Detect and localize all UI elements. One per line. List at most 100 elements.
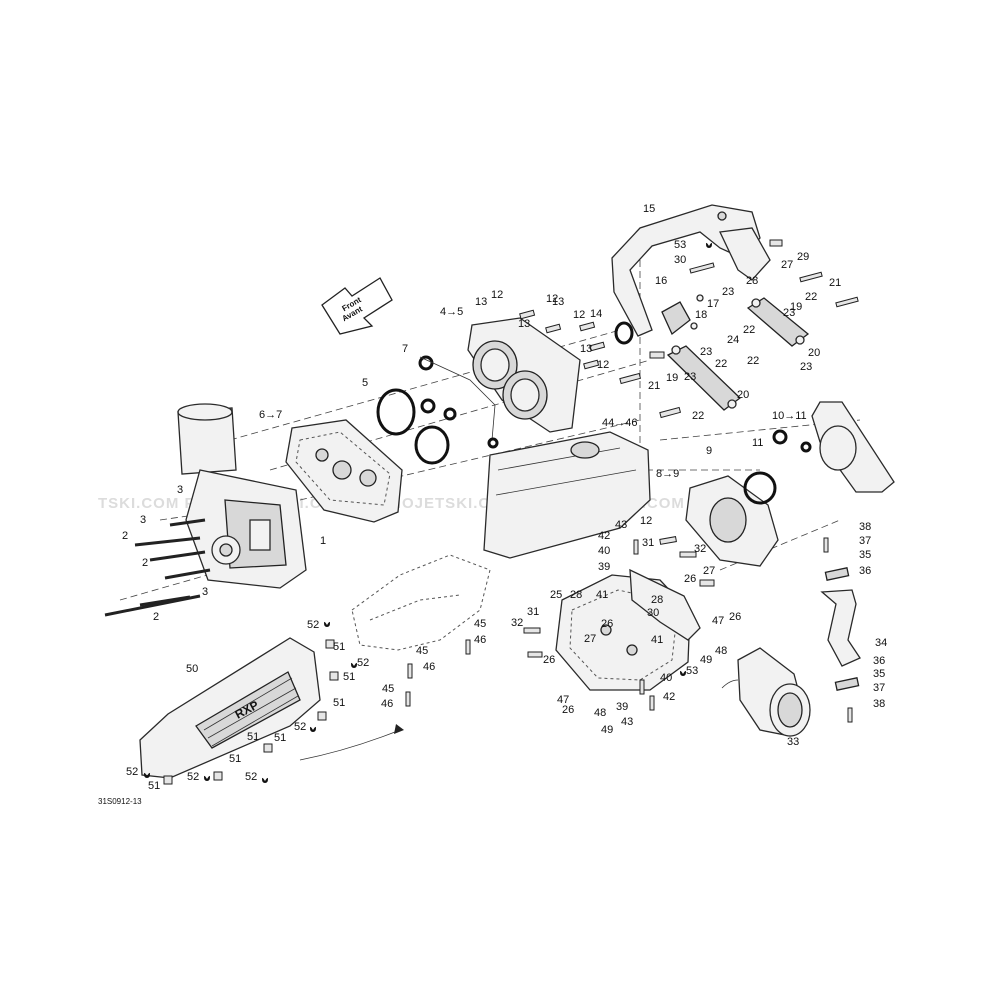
callout-c36a: 36: [859, 565, 871, 577]
callout-c39b: 39: [616, 701, 628, 713]
engine-cover-part-50: RXP: [139, 637, 321, 779]
callout-c19b: 19: [666, 372, 678, 384]
callout-c15: 15: [643, 203, 655, 215]
callout-c13a: 13: [475, 296, 487, 308]
callout-c38a: 38: [859, 521, 871, 533]
callout-c51a: 51: [333, 641, 345, 653]
callout-c44to46: 44→46: [602, 417, 637, 429]
callout-c51e: 51: [229, 753, 241, 765]
callout-c30a: 30: [674, 254, 686, 266]
callout-c2a: 2: [122, 530, 128, 542]
callout-c52d: 52: [126, 766, 138, 778]
assembly-arrow-head: [394, 724, 404, 734]
callout-c42b: 42: [663, 691, 675, 703]
assembly-curve-arrow: [299, 729, 401, 761]
callout-c3b: 3: [140, 514, 146, 526]
callout-c12b: 12: [546, 293, 558, 305]
callout-c27b: 27: [703, 565, 715, 577]
callout-c23d: 23: [800, 361, 812, 373]
callout-c31a: 31: [642, 537, 654, 549]
mount-bracket-part-25: [555, 568, 701, 691]
callout-c38b: 38: [873, 698, 885, 710]
callout-c16: 16: [655, 275, 667, 287]
muffler-part-44: [483, 431, 651, 559]
callout-c22d: 22: [715, 358, 727, 370]
callout-c48a: 48: [715, 645, 727, 657]
callout-c2b: 2: [142, 557, 148, 569]
callout-c26a: 26: [684, 573, 696, 585]
callout-c7: 7: [402, 343, 408, 355]
callout-c28c: 28: [651, 594, 663, 606]
callout-c12d: 12: [597, 359, 609, 371]
callout-c22a: 22: [805, 291, 817, 303]
callout-c13c: 13: [552, 296, 564, 308]
callout-c49b: 49: [601, 724, 613, 736]
adapter-plate-part-6: [285, 419, 403, 523]
callout-c20b: 20: [737, 389, 749, 401]
callout-c43a: 43: [615, 519, 627, 531]
callout-c21b: 21: [648, 380, 660, 392]
callout-c25: 25: [550, 589, 562, 601]
callout-c5: 5: [362, 377, 368, 389]
callout-c12e: 12: [640, 515, 652, 527]
callout-c13d: 13: [580, 343, 592, 355]
intake-housing-part-1: [177, 403, 307, 589]
callout-c6to7: 6→7: [259, 409, 282, 421]
callout-c46c: 46: [381, 698, 393, 710]
callout-c40b: 40: [660, 672, 672, 684]
callout-c23b: 23: [783, 307, 795, 319]
callout-c26e: 26: [562, 704, 574, 716]
callout-c53a: 53: [674, 239, 686, 251]
callout-c29: 29: [797, 251, 809, 263]
outlet-curve-arrow: [721, 679, 739, 689]
cable-fitting-part-16: [661, 294, 704, 336]
callout-c4to5: 4→5: [440, 306, 463, 318]
callout-c18: 18: [695, 309, 707, 321]
callout-c12a: 12: [491, 289, 503, 301]
callout-c24: 24: [727, 334, 739, 346]
callout-c45a: 45: [474, 618, 486, 630]
callout-c8to9: 8→9: [656, 468, 679, 480]
callout-c52a: 52: [307, 619, 319, 631]
callout-c47b: 47: [557, 694, 569, 706]
callout-c22b: 22: [743, 324, 755, 336]
callout-c32a: 32: [694, 543, 706, 555]
callout-c9: 9: [706, 445, 712, 457]
callout-c22e: 22: [692, 410, 704, 422]
callout-c2c: 2: [153, 611, 159, 623]
callout-c49a: 49: [700, 654, 712, 666]
callout-c22c: 22: [747, 355, 759, 367]
callout-c12c: 12: [573, 309, 585, 321]
callout-c23e: 23: [684, 371, 696, 383]
callout-c21a: 21: [829, 277, 841, 289]
callout-c45c: 45: [382, 683, 394, 695]
callout-c23c: 23: [700, 346, 712, 358]
callout-c31b: 31: [527, 606, 539, 618]
callout-c45b: 45: [416, 645, 428, 657]
callout-c1: 1: [320, 535, 326, 547]
link-arms-part-20-23: [666, 297, 810, 411]
mounting-bolts-2-3: [104, 518, 211, 617]
bracket-part-15: [611, 204, 771, 337]
callout-c28b: 28: [570, 589, 582, 601]
callout-c26c: 26: [729, 611, 741, 623]
callout-c23a: 23: [722, 286, 734, 298]
callout-c27a: 27: [781, 259, 793, 271]
callout-c14: 14: [590, 308, 602, 320]
callout-c52f: 52: [245, 771, 257, 783]
threadlocker-drop-icons: [144, 242, 712, 783]
callout-c48b: 48: [594, 707, 606, 719]
callout-c10to11: 10→11: [772, 410, 807, 422]
o-rings-part-5-7: [376, 355, 499, 465]
callout-c37b: 37: [873, 682, 885, 694]
callout-c34: 34: [875, 637, 887, 649]
callout-c3a: 3: [177, 484, 183, 496]
callout-c36b: 36: [873, 655, 885, 667]
callout-c28a: 28: [746, 275, 758, 287]
callout-c26b: 26: [601, 618, 613, 630]
callout-c52b: 52: [357, 657, 369, 669]
callout-c19a: 19: [790, 301, 802, 313]
